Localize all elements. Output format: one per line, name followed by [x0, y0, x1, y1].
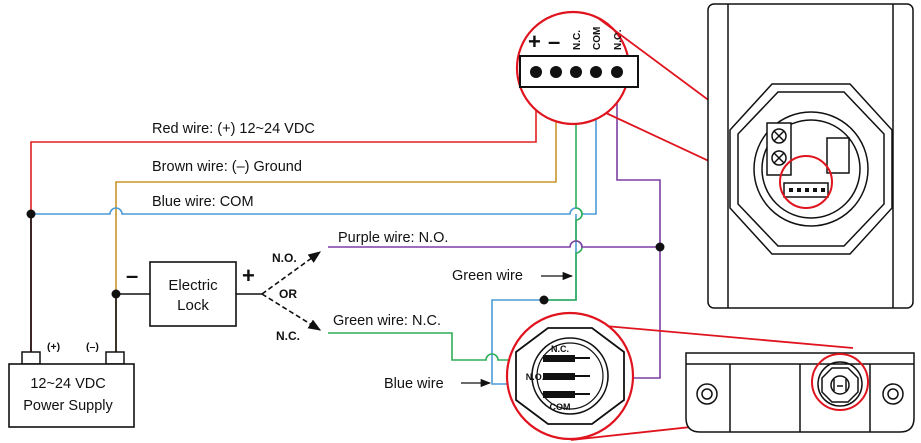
- terminal-com-label: COM: [592, 27, 603, 50]
- button-contact-callout: N.C. N.O. COM: [505, 311, 635, 441]
- power-supply: 12~24 VDC Power Supply (+) (–): [8, 341, 135, 428]
- green-wire-label: Green wire: [452, 268, 523, 284]
- power-negative-label: (–): [86, 341, 99, 353]
- electric-lock: Electric Lock – +: [126, 261, 255, 327]
- lock-wiring: [30, 214, 322, 352]
- lock-plus-sign: +: [242, 263, 255, 288]
- blue-wire-label: Blue wire: COM: [152, 194, 254, 210]
- button-nc-label: N.C.: [551, 344, 569, 354]
- switch-or-label: OR: [279, 287, 297, 301]
- green-nc-wire-label: Green wire: N.C.: [333, 313, 441, 329]
- terminal-no-label: N.O.: [613, 29, 624, 50]
- power-supply-line1: 12~24 VDC: [30, 376, 105, 392]
- brown-wire-label: Brown wire: (–) Ground: [152, 159, 302, 175]
- purple-wire-label: Purple wire: N.O.: [338, 230, 448, 246]
- junction-dots: [26, 209, 665, 305]
- exit-button-side-view: [685, 352, 915, 433]
- brown-wire: [115, 76, 557, 352]
- side-button-highlight-circle: [811, 353, 869, 411]
- blue-wire-bottom-label: Blue wire: [384, 376, 444, 392]
- red-wire-label: Red wire: (+) 12~24 VDC: [152, 121, 315, 137]
- switch-no-label: N.O.: [272, 251, 297, 265]
- terminal-block-callout: + – N.C. COM N.O.: [515, 10, 639, 126]
- power-supply-line2: Power Supply: [23, 398, 113, 414]
- terminal-highlight-circle: [779, 155, 833, 209]
- lock-minus-sign: –: [126, 263, 138, 288]
- button-com-label: COM: [550, 402, 571, 412]
- lock-label-line2: Lock: [177, 297, 209, 314]
- button-no-label: N.O.: [526, 372, 545, 382]
- terminal-plus: +: [528, 29, 541, 54]
- terminal-minus: –: [548, 29, 560, 54]
- lock-label-line1: Electric: [168, 277, 218, 294]
- power-positive-label: (+): [47, 341, 60, 353]
- purple-wire: [328, 76, 661, 379]
- switch-nc-label: N.C.: [276, 329, 300, 343]
- terminal-nc-label: N.C.: [572, 30, 583, 50]
